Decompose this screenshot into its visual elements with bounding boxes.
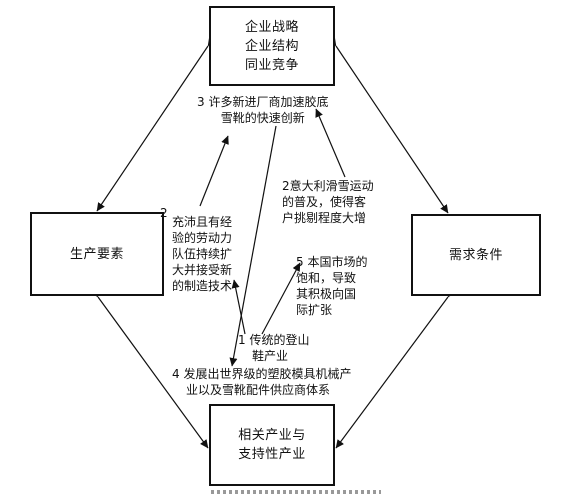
note-line: 队伍持续扩 [172,247,233,261]
arrow-3-to-4 [229,125,277,367]
note-line: 充沛且有经 [172,215,233,229]
note-line: 户挑剔程度大增 [282,211,367,225]
arrow-2-to-3-right [315,108,346,178]
edge-strategy-demand-arrow [328,37,449,214]
edge-strategy-factor-arrow [96,37,216,212]
edge-factor-related-arrow [90,288,209,449]
box-factor-conditions: 生产要素 [30,212,164,296]
note-2-left-number: 2 [160,206,168,220]
box-demand-conditions: 需求条件 [411,214,541,296]
note-line: 雪靴的快速创新 [220,111,305,125]
note-1-traditional-industry: 1 传统的登山 鞋产业 [238,332,309,364]
box-strategy-structure-rivalry: 企业战略 企业结构 同业竞争 [209,6,335,86]
note-line: 1 传统的登山 [238,333,310,347]
note-line: 际扩张 [296,303,333,317]
box-strategy-line: 企业结构 [244,38,299,54]
arrow-1-to-2 [231,279,246,335]
arrow-1-to-5 [261,262,301,335]
note-line: 的制造技术 [172,279,233,293]
box-strategy-line: 企业战略 [244,19,299,35]
note-line: 2意大利滑雪运动 [282,179,374,193]
note-2-skiing-popularity: 2意大利滑雪运动 的普及，使得客 户挑剔程度大增 [282,178,374,226]
note-line: 鞋产业 [252,349,289,363]
box-related-line: 支持性产业 [238,447,306,462]
box-related-line: 相关产业与 [238,428,306,443]
note-line: 大并接受新 [172,263,233,277]
note-4-supplier-system: 4 发展出世界级的塑胶模具机械产 业以及雪靴配件供应商体系 [172,366,351,398]
box-demand-label: 需求条件 [448,247,503,263]
box-factor-label: 生产要素 [69,246,124,262]
note-line: 其积极向国 [296,287,357,301]
arrow-2-to-3-left [199,135,229,207]
note-2-labor-force: 充沛且有经 验的劳动力 队伍持续扩 大并接受新 的制造技术 [172,214,232,294]
note-line: 饱和，导致 [296,271,357,285]
scan-artifact [211,490,381,494]
box-related-supporting-industries: 相关产业与 支持性产业 [209,404,335,486]
note-3-new-entrants: 3 许多新进厂商加速胶底 雪靴的快速创新 [197,94,328,126]
note-line: 验的劳动力 [172,231,233,245]
box-strategy-line: 同业竞争 [244,57,299,73]
note-line: 5 本国市场的 [296,255,368,269]
note-line: 业以及雪靴配件供应商体系 [186,383,331,397]
note-5-market-saturation: 5 本国市场的 饱和，导致 其积极向国 际扩张 [296,254,367,318]
note-line: 3 许多新进厂商加速胶底 [197,95,329,109]
edge-demand-related-arrow [335,288,456,449]
note-line: 4 发展出世界级的塑胶模具机械产 [172,367,352,381]
note-line: 的普及，使得客 [282,195,367,209]
